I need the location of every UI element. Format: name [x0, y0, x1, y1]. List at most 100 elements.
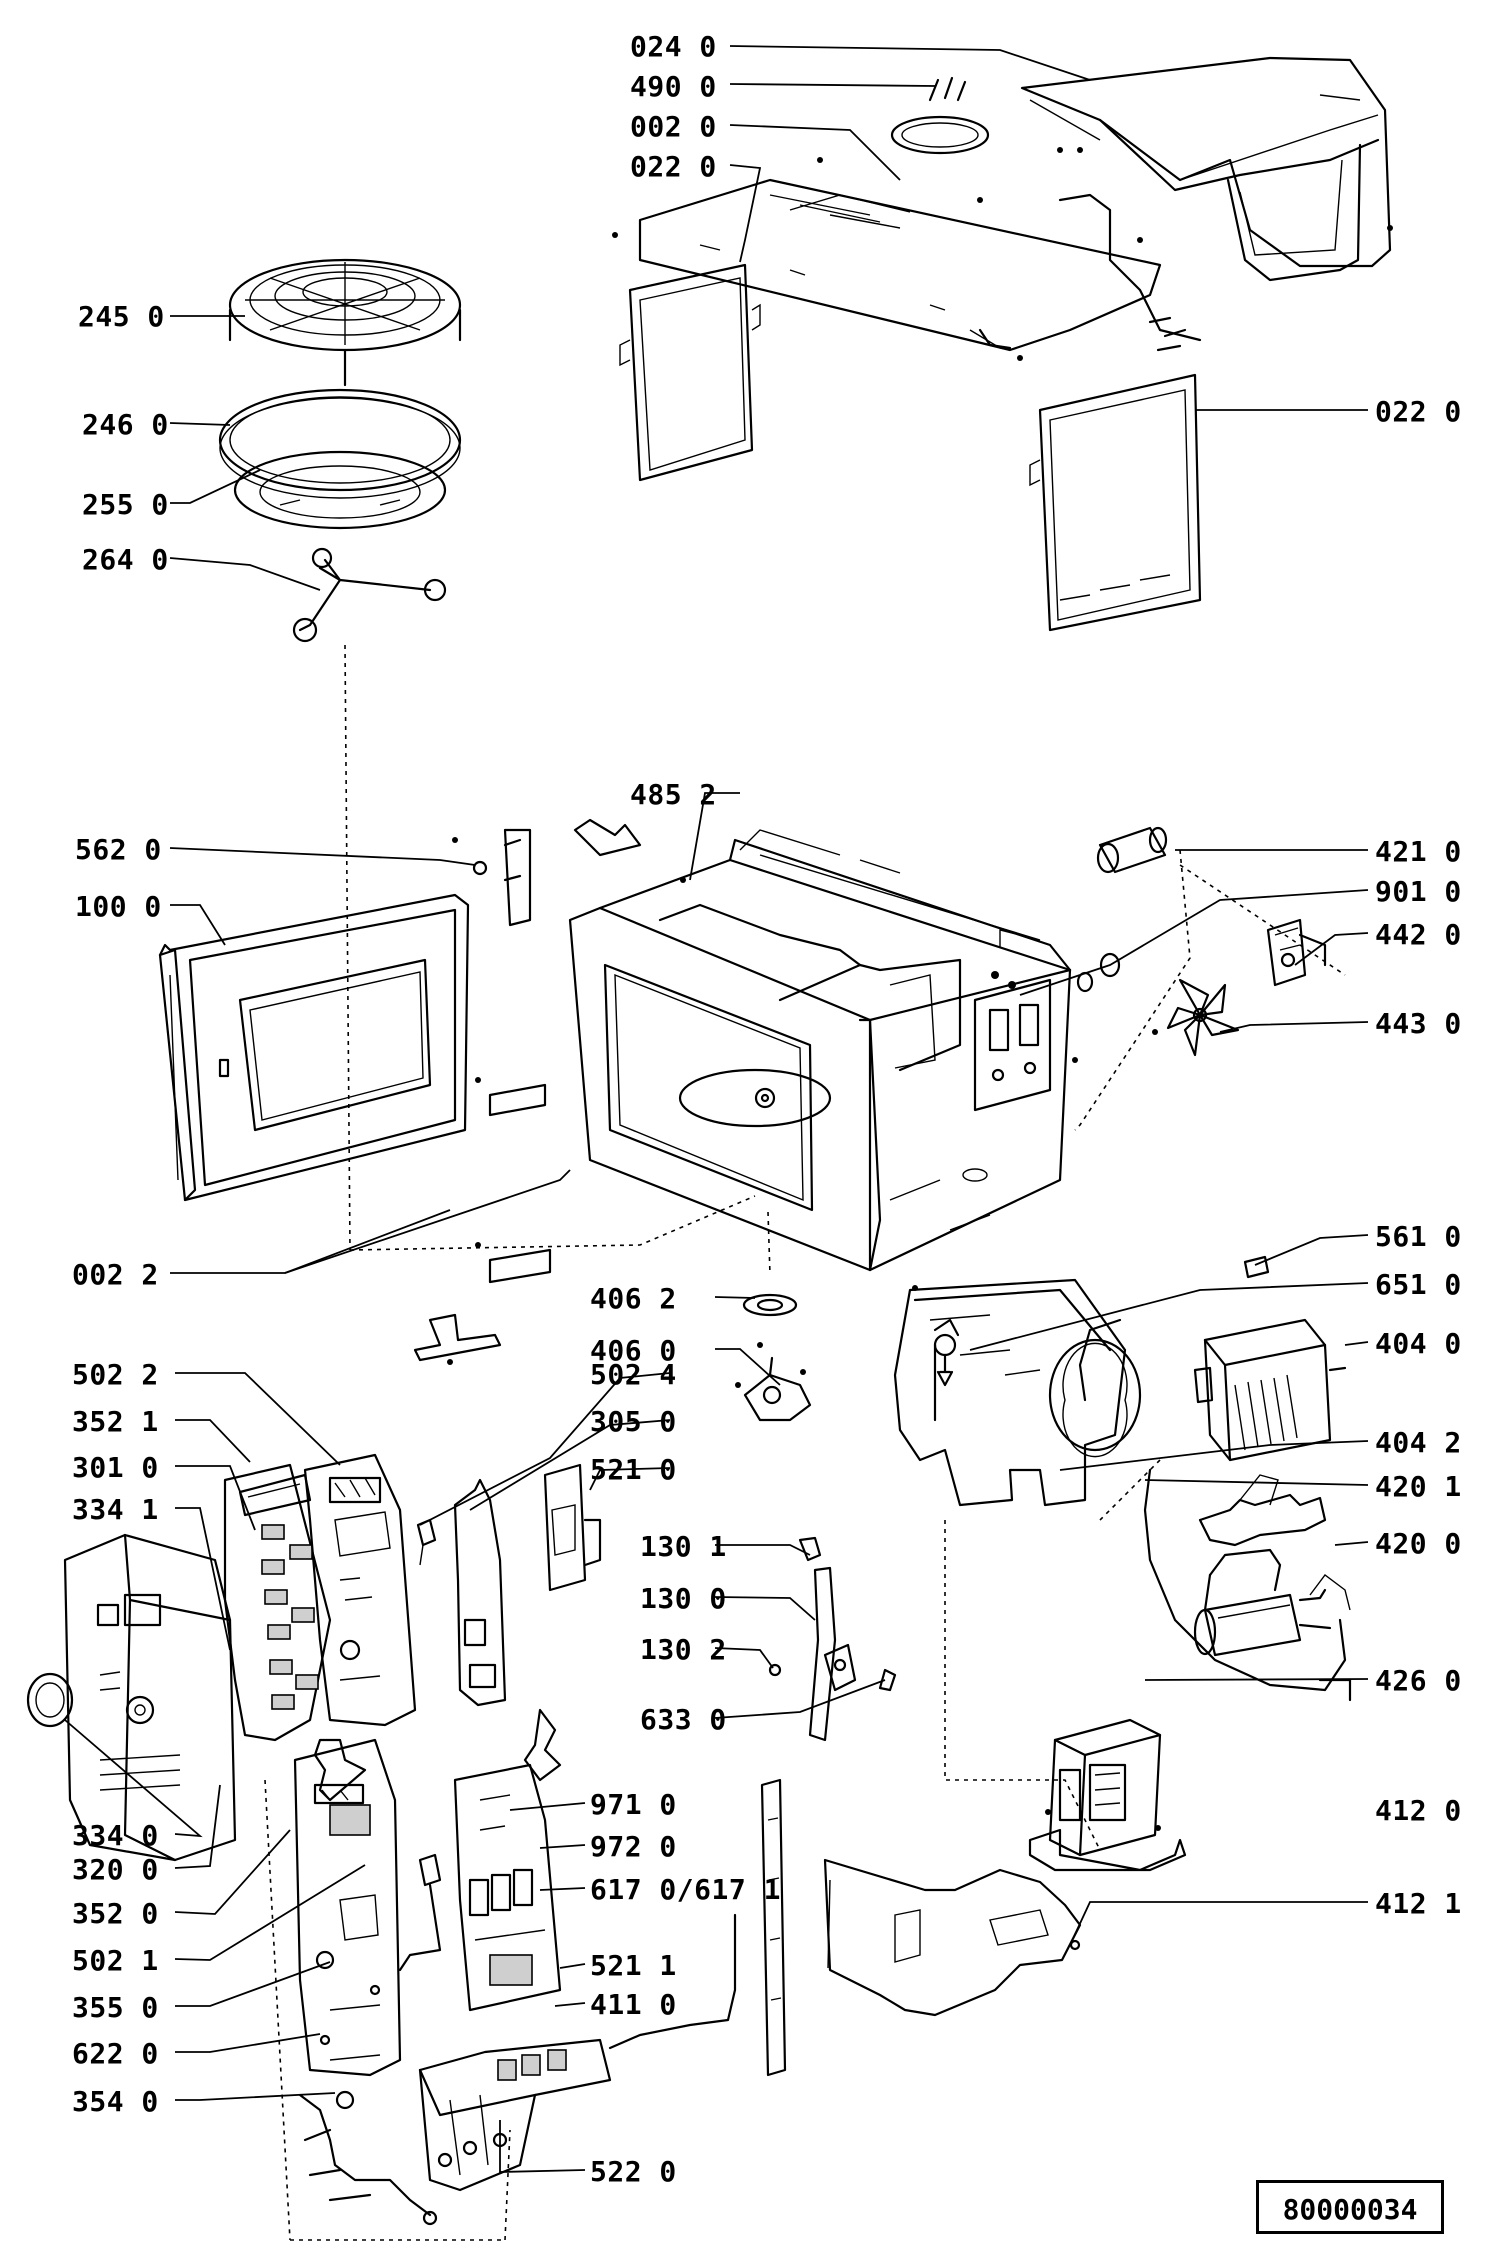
hv-capacitor-clip-part [1203, 1548, 1282, 1612]
door-seal-strip-part [760, 1778, 787, 2077]
shield-panel-right [1029, 373, 1202, 632]
callout-355-0: 355 0 [72, 1991, 159, 2024]
callout-246-0: 246 0 [82, 408, 169, 441]
door-part [158, 893, 470, 1202]
callout-404-2: 404 2 [1375, 1426, 1462, 1459]
callout-617-0-617-1: 617 0/617 1 [590, 1873, 781, 1906]
thermostat-part [933, 1255, 1270, 1387]
connector-lead-part [398, 1853, 442, 1972]
callout-485-2: 485 2 [630, 778, 717, 811]
callout-972-0: 972 0 [590, 1830, 677, 1863]
callout-502-2: 502 2 [72, 1358, 159, 1391]
relay-board-part [453, 1763, 562, 2012]
glass-turntable-part [218, 388, 462, 499]
callout-100-0: 100 0 [75, 890, 162, 923]
lower-cable-part [298, 2090, 438, 2226]
fan-spacer-part [1076, 952, 1121, 993]
hv-diode-part [1143, 1468, 1352, 1702]
callout-411-0: 411 0 [590, 1988, 677, 2021]
rear-panel-part [823, 1858, 1082, 2017]
callout-130-1: 130 1 [640, 1530, 727, 1563]
callout-352-1: 352 1 [72, 1405, 159, 1438]
latch-part-upper [475, 1077, 547, 1117]
callout-502-4: 502 4 [590, 1358, 677, 1391]
connector-part [416, 1518, 437, 1566]
callout-521-1: 521 1 [590, 1949, 677, 1982]
callout-264-0: 264 0 [82, 543, 169, 576]
callout-622-0: 622 0 [72, 2037, 159, 2070]
keypad-part [223, 1463, 367, 1802]
hv-capacitor-bracket-part [1198, 1474, 1327, 1547]
hv-transformer-part [1028, 1718, 1187, 1872]
callout-522-0: 522 0 [590, 2155, 677, 2188]
outer-cover-part [1020, 56, 1392, 282]
fan-blade-part [1072, 978, 1240, 1063]
oven-cavity-part [568, 829, 1072, 1272]
callout-404-0: 404 0 [1375, 1327, 1462, 1360]
turntable-motor-part [735, 1285, 918, 1422]
magnetron-part [1193, 1318, 1347, 1462]
callout-562-0: 562 0 [75, 833, 162, 866]
fan-motor-bracket-part [1266, 918, 1327, 987]
magnetron-mount-part [893, 1278, 1142, 1507]
roller-ring-part [233, 450, 447, 530]
callout-022-0-top: 022 0 [630, 150, 717, 183]
control-knob-part [26, 1672, 74, 1728]
leader-lines [64, 45, 1369, 2173]
control-pcb-lower-part [293, 1738, 402, 2077]
wiring-harness-part [817, 76, 1202, 352]
display-lens-part [238, 1473, 312, 1517]
callout-901-0: 901 0 [1375, 875, 1462, 908]
callout-334-1: 334 1 [72, 1493, 159, 1526]
callout-420-1: 420 1 [1375, 1470, 1462, 1503]
top-plate-part [612, 178, 1393, 361]
callout-633-0: 633 0 [640, 1703, 727, 1736]
callout-443-0: 443 0 [1375, 1007, 1462, 1040]
callout-022-0-right: 022 0 [1375, 395, 1462, 428]
callout-406-0: 406 0 [590, 1334, 677, 1367]
callout-301-0: 301 0 [72, 1451, 159, 1484]
callout-971-0: 971 0 [590, 1788, 677, 1821]
shield-panel-left [619, 263, 761, 482]
callout-305-0: 305 0 [590, 1405, 677, 1438]
door-switch-lever-part [768, 1536, 897, 1742]
alignment-lines [264, 644, 1346, 2241]
callout-130-0: 130 0 [640, 1582, 727, 1615]
callout-490-0: 490 0 [630, 70, 717, 103]
document-number-box: 80000034 [1256, 2180, 1444, 2234]
noise-filter-pcb-part [543, 1463, 602, 1592]
turntable-coupler-part [292, 547, 447, 643]
callout-002-0: 002 0 [630, 110, 717, 143]
callout-255-0: 255 0 [82, 488, 169, 521]
callout-420-0: 420 0 [1375, 1527, 1462, 1560]
callout-442-0: 442 0 [1375, 918, 1462, 951]
callout-024-0: 024 0 [630, 30, 717, 63]
callout-334-0: 334 0 [72, 1819, 159, 1852]
callout-426-0: 426 0 [1375, 1664, 1462, 1697]
power-board-part [418, 2038, 612, 2192]
callout-002-2: 002 2 [72, 1258, 159, 1291]
callout-561-0: 561 0 [1375, 1220, 1462, 1253]
callout-421-0: 421 0 [1375, 835, 1462, 868]
small-bracket-part [413, 1313, 502, 1365]
callout-320-0: 320 0 [72, 1853, 159, 1886]
callout-130-2: 130 2 [640, 1633, 727, 1666]
callout-352-0: 352 0 [72, 1897, 159, 1930]
hinge-bracket-part [452, 818, 686, 927]
callout-651-0: 651 0 [1375, 1268, 1462, 1301]
callout-354-0: 354 0 [72, 2085, 159, 2118]
control-panel-frame-part [63, 1533, 237, 1862]
hv-capacitor-part [1193, 1574, 1351, 1657]
wiring-lead-part [608, 1913, 737, 2050]
callout-245-0: 245 0 [78, 300, 165, 333]
control-pcb-upper-part [303, 1453, 417, 1727]
interlock-switch-part [453, 1478, 562, 1782]
callout-412-1: 412 1 [1375, 1887, 1462, 1920]
latch-part-lower [475, 1242, 552, 1284]
fan-motor-part [1096, 826, 1168, 874]
callout-406-2: 406 2 [590, 1282, 677, 1315]
callout-502-1: 502 1 [72, 1944, 159, 1977]
callout-412-0: 412 0 [1375, 1794, 1462, 1827]
